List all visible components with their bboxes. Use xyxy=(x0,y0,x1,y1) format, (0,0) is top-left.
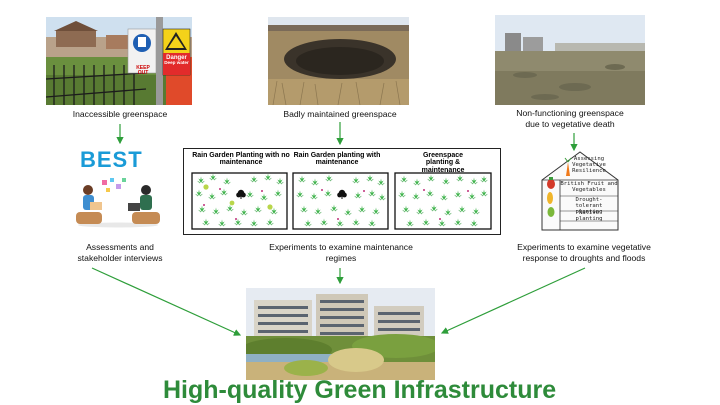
caption-non-functioning-greenspace: Non-functioning greenspace due to vegeta… xyxy=(490,108,650,129)
greenhouse-row1-line1: Assessing xyxy=(573,156,605,162)
caption-maintenance-line1: Experiments to examine maintenance xyxy=(269,242,413,252)
vegetables-icon xyxy=(547,157,572,217)
greenhouse-row4-line1: Native xyxy=(578,210,600,216)
caption-maintenance-experiments: Experiments to examine maintenance regim… xyxy=(248,242,434,263)
panel3-plants xyxy=(398,174,488,227)
photo-green-infrastructure xyxy=(246,288,435,380)
panel1-title: Rain Garden Planting with no maintenance xyxy=(192,152,290,167)
panel3-title: Greenspace planting & maintenance xyxy=(421,152,465,174)
greenhouse-label-row1: Assessing Vegetative Resilience xyxy=(560,156,618,174)
panel2-plants xyxy=(296,174,386,227)
photo-non-functioning-greenspace xyxy=(495,15,645,105)
planting-panels xyxy=(191,172,492,230)
panel2-frame xyxy=(292,172,389,230)
greenhouse-row3-line3: planting xyxy=(575,209,603,216)
danger-line2: Deep water xyxy=(164,60,189,66)
greenhouse-row1-line3: Resilience xyxy=(572,168,606,175)
greenhouse-label-row3: Drought- tolerant planting xyxy=(560,197,618,215)
arrow-left-to-final xyxy=(91,267,242,336)
caption-assessments: Assessments and stakeholder interviews xyxy=(52,242,188,263)
person-left-icon xyxy=(76,185,102,224)
keep-out-line2: OUT xyxy=(137,70,149,76)
caption-inaccessible-greenspace: Inaccessible greenspace xyxy=(72,109,168,119)
best-logo-text: BEST xyxy=(80,147,143,172)
caption-badly-maintained-greenspace: Badly maintained greenspace xyxy=(283,109,397,119)
photo-badly-maintained-greenspace xyxy=(268,17,409,105)
stakeholder-interview-illustration xyxy=(72,176,164,228)
caption-assessments-line1: Assessments and xyxy=(86,242,154,252)
caption-maintenance-line2: regimes xyxy=(325,252,357,263)
greenhouse-row4-line2: planting xyxy=(575,216,603,223)
panel1-frame xyxy=(191,172,288,230)
caption-vegetative-line1: Experiments to examine vegetative xyxy=(517,242,651,252)
greenhouse-label-row2: British Fruit and Vegetables xyxy=(560,181,618,193)
arrow-right-to-final xyxy=(440,267,586,334)
greenhouse-row3-line1: Drought- xyxy=(575,197,603,203)
panel3-frame xyxy=(394,172,492,230)
maintenance-experiment-box: Rain Garden Planting with no maintenance… xyxy=(183,148,501,235)
caption-vegetative-experiments: Experiments to examine vegetative respon… xyxy=(494,242,674,263)
greenhouse-row2-line2: Vegetables xyxy=(572,187,606,194)
panel2-title: Rain Garden planting with maintenance xyxy=(293,152,381,167)
greenhouse-row1-line2: Vegetative xyxy=(572,162,606,169)
person-right-icon xyxy=(128,185,160,224)
panel1-plants xyxy=(195,173,284,227)
keep-out-line1: KEEP xyxy=(136,65,150,71)
danger-line1: Danger xyxy=(166,55,187,61)
caption-assessments-line2: stakeholder interviews xyxy=(77,252,163,263)
greenhouse-row3-line2: tolerant xyxy=(575,203,603,210)
greenhouse-row2-line1: British Fruit and xyxy=(560,181,618,187)
final-title: High-quality Green Infrastructure xyxy=(163,376,557,404)
photo-inaccessible-greenspace: KEEP OUT Danger Deep water xyxy=(46,17,192,105)
greenhouse-label-row4: Native planting xyxy=(560,210,618,222)
best-logo: BEST xyxy=(80,147,143,173)
caption-vegetative-line2: response to droughts and floods xyxy=(522,252,646,263)
caption-non-functioning-line1: Non-functioning greenspace xyxy=(516,108,624,118)
chat-bubbles-icon xyxy=(102,178,126,192)
caption-non-functioning-line2: due to vegetative death xyxy=(525,118,615,129)
greenhouse-illustration: Assessing Vegetative Resilience British … xyxy=(538,150,620,232)
